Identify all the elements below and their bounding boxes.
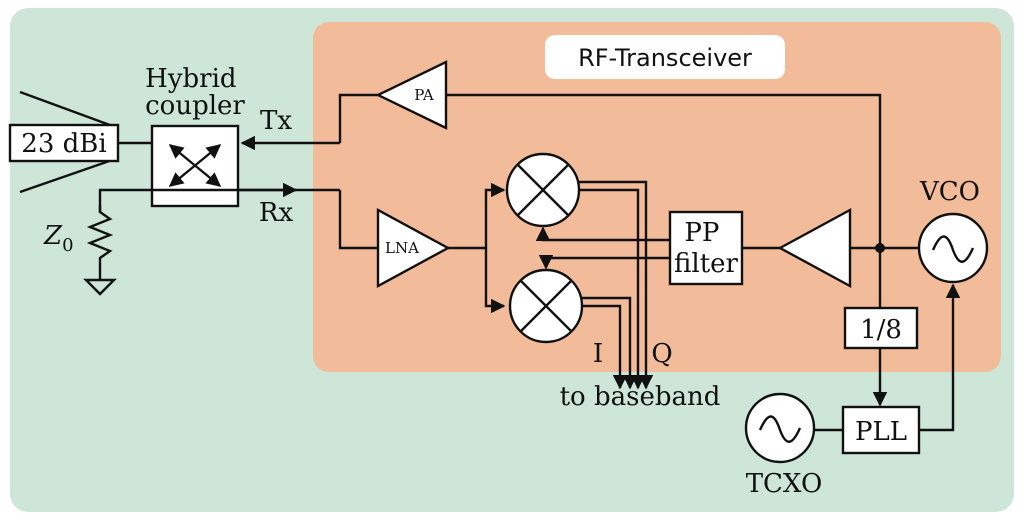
divider-label: 1/8 — [860, 315, 902, 345]
pp-filter-label: PP filter — [674, 218, 738, 279]
tcxo-sine-icon — [758, 415, 802, 443]
vco-sine-icon — [931, 235, 975, 263]
antenna-gain-label: 23 dBi — [21, 129, 106, 159]
impedance-label: Z0 — [43, 221, 74, 256]
pp-label-line2: filter — [674, 249, 738, 279]
tcxo-label: TCXO — [746, 469, 823, 499]
hybrid-cross-arrows — [168, 144, 222, 187]
hybrid-label-line2: coupler — [145, 91, 245, 121]
tx-label: Tx — [260, 106, 292, 136]
pa-label: PA — [414, 86, 434, 104]
pll-label: PLL — [855, 417, 907, 447]
diagram-title: RF-Transceiver — [578, 44, 752, 72]
mixer-lower — [508, 268, 584, 344]
mixer-upper — [505, 152, 581, 228]
resistor-icon — [86, 205, 114, 280]
rx-label: Rx — [259, 198, 294, 228]
to-baseband-label: to baseband — [560, 382, 721, 412]
q-label: Q — [651, 339, 672, 369]
vco-label: VCO — [919, 177, 980, 207]
title-pill — [545, 35, 785, 79]
hybrid-coupler-label: Hybrid coupler — [145, 64, 245, 121]
pp-label-line1: PP — [684, 218, 719, 248]
pll-box — [841, 405, 921, 455]
i-label: I — [593, 339, 603, 369]
ground-icon — [83, 278, 117, 296]
lna-label: LNA — [385, 239, 419, 257]
antenna-icon — [8, 90, 120, 194]
pp-filter-box — [668, 210, 744, 286]
hybrid-label-line1: Hybrid — [145, 64, 236, 94]
lna-amplifier — [376, 207, 451, 289]
